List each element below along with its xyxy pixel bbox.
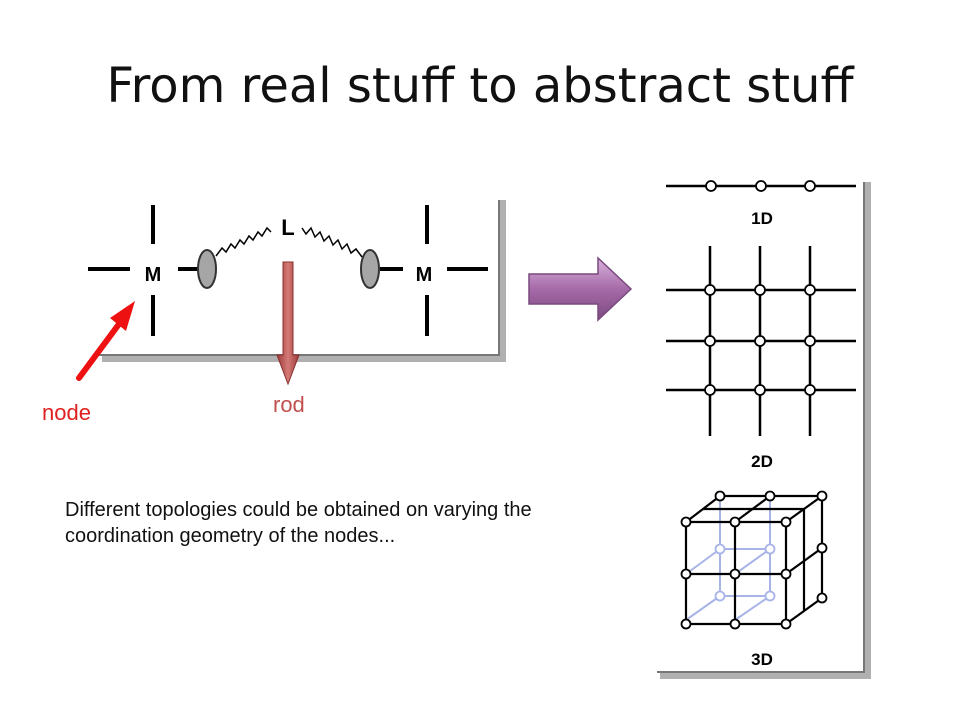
metal-label-left: M [145, 264, 162, 286]
ligand-end-right [360, 249, 380, 289]
transformation-arrow [528, 256, 633, 322]
lattice-3d [680, 490, 828, 630]
right-metal-center: M [380, 205, 488, 336]
lattice-panel: 1D 2D [657, 180, 871, 679]
lattice-2d-nodes [704, 284, 816, 396]
rod-label: rod [273, 392, 305, 417]
metal-label-right: M [416, 264, 433, 286]
label-1d: 1D [751, 209, 773, 228]
slide-title: From real stuff to abstract stuff [106, 58, 854, 114]
frame-line [99, 200, 500, 356]
slide-caption: Different topologies could be obtained o… [65, 499, 532, 547]
panel-frame [657, 182, 865, 673]
node-arrow [76, 301, 135, 381]
label-2d: 2D [751, 452, 773, 471]
ligand-label: L [281, 215, 294, 240]
frame-shadow [102, 200, 506, 362]
label-3d: 3D [751, 650, 773, 669]
ligand-chain-right [301, 226, 363, 258]
panel-shadow [660, 182, 871, 679]
lattice-1d [666, 180, 856, 192]
rod-arrow [276, 261, 300, 386]
node-label: node [42, 400, 91, 425]
ligand-end-left [197, 249, 217, 289]
mof-node-diagram: M M L [76, 200, 506, 386]
ligand-chain-left [215, 226, 272, 257]
left-metal-center: M [88, 205, 200, 336]
